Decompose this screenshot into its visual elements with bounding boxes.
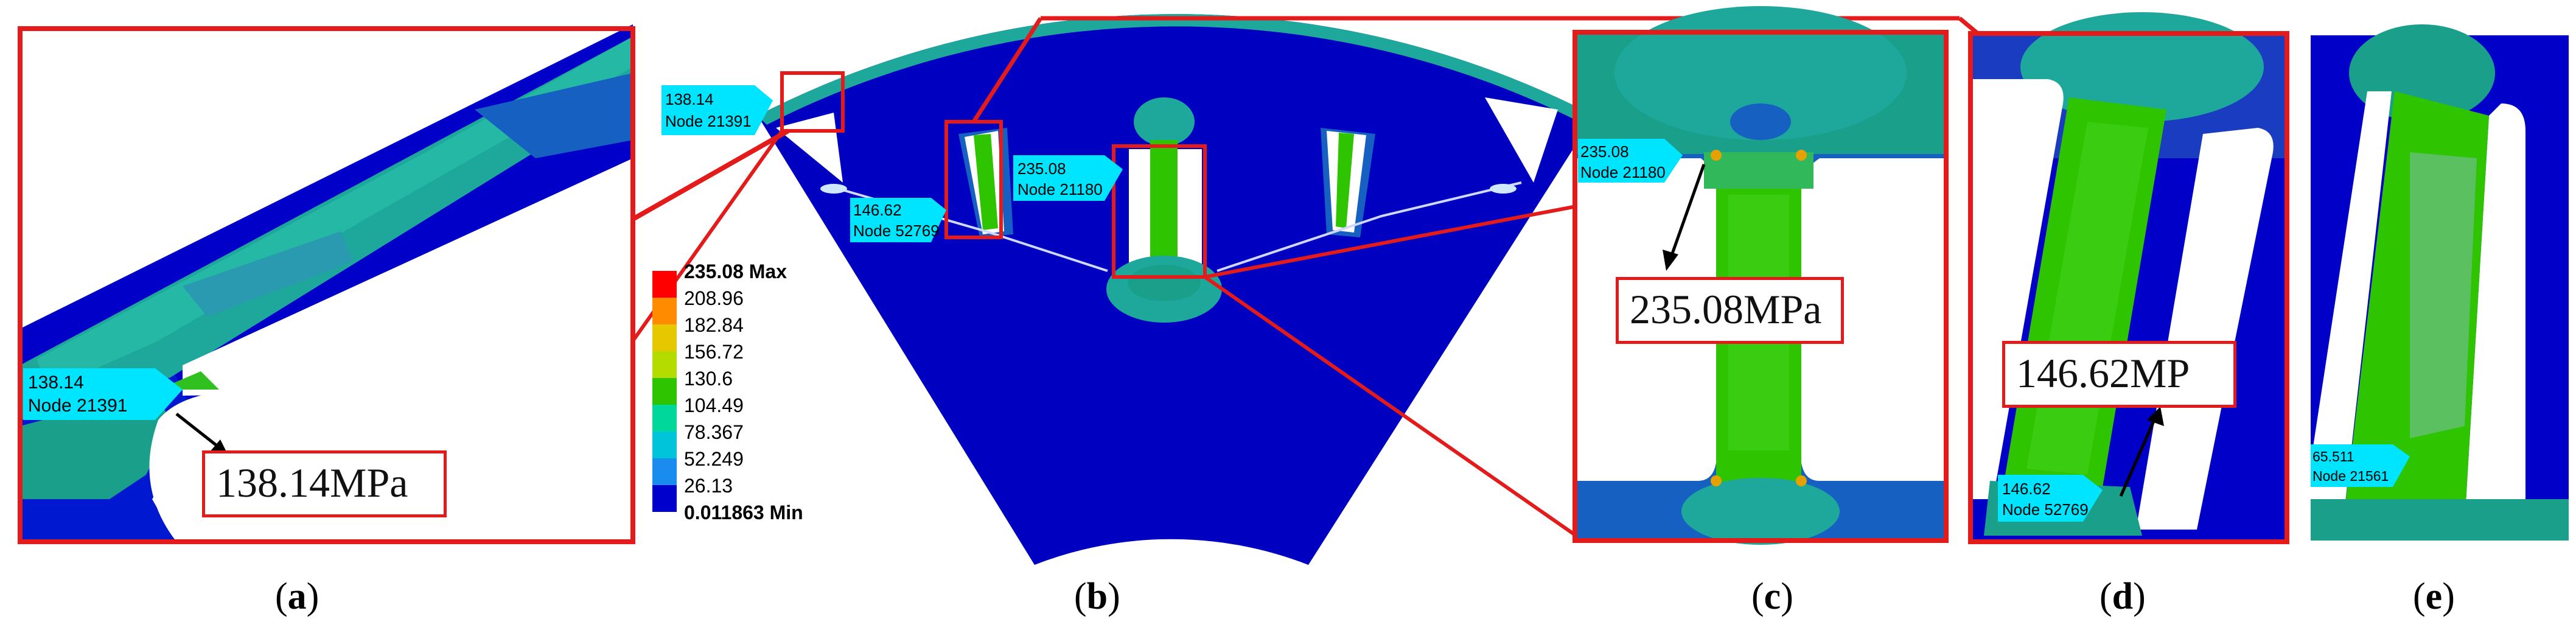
legend-label-2: 182.84 [684,314,744,336]
barrier-end-right [1490,184,1517,194]
probe-d [1998,475,2103,522]
probe-e [2311,444,2410,487]
legend-swatch-6 [652,432,677,458]
connector-d-top [972,17,1042,123]
probe-b2-node: Node 52769 [853,222,940,240]
barrier-end-left [820,184,847,194]
arrow-c-head [1663,250,1678,271]
callout-a: 138.14MPa [202,450,447,517]
panel-c-frame [1572,30,1949,543]
legend-swatch-4 [652,378,677,405]
probe-b1-node: Node 21391 [665,112,752,130]
arrow-d-head [2147,407,2164,426]
probe-a-node: Node 21391 [28,396,127,416]
probe-a-value: 138.14 [28,373,84,393]
probe-b3-value: 235.08 [1017,159,1066,178]
legend-label-4: 130.6 [684,368,733,390]
panel-label-d: (d) [2100,576,2146,617]
probe-d-node: Node 52769 [2002,500,2089,519]
callout-c: 235.08MPa [1616,277,1844,344]
legend-swatch-0 [652,271,677,298]
arrow-a [175,413,220,449]
rotor-outer-rim [758,14,1594,125]
legend-label-6: 78.367 [684,421,744,443]
callout-d: 146.62MP [2002,341,2236,408]
panel-a-white-void-top [183,158,633,396]
probe-c-node: Node 21180 [1580,163,1666,181]
zoom-box-c [1112,144,1207,279]
panel-d: 146.62 Node 52769 [1968,12,2289,544]
legend-label-7: 52.249 [684,448,744,470]
probe-b1-value: 138.14 [665,90,714,108]
rim-notch-right [1485,97,1558,183]
connector-d-end [1958,16,1980,35]
slot-center [1106,97,1222,323]
panel-a-cyan-patch [183,231,353,317]
panel-c-top-hole [1730,103,1791,140]
legend-label-1: 208.96 [684,287,744,309]
panel-c-hotspot-br [1796,475,1807,486]
panel-c-hotspot-tr [1796,150,1807,161]
probe-c [1578,139,1683,183]
probe-b3-node: Node 21180 [1017,180,1103,198]
panel-c-hotspot-tl [1711,150,1722,161]
panel-e: 65.511 Node 21561 [2311,24,2569,541]
panel-d-left-slot [1970,79,2064,499]
panel-label-a: (a) [275,576,319,617]
connector-a-top [632,128,789,222]
panel-a-frame [18,26,635,544]
probe-b2-value: 146.62 [853,201,902,219]
barrier-right [1216,181,1522,272]
legend-swatch-3 [652,351,677,378]
probe-d-value: 146.62 [2002,480,2051,498]
probe-e-node: Node 21561 [2312,468,2389,484]
probe-b3 [1013,155,1123,201]
panel-c-bottom-lobe [1681,478,1840,545]
panel-c-hotspot-bl [1711,475,1722,486]
arrow-c [1669,164,1706,259]
panel-d-right-slot [2136,128,2274,530]
legend-swatch-8 [652,485,677,512]
probe-e-value: 65.511 [2312,449,2354,464]
color-legend: 235.08 Max 208.96 182.84 156.72 130.6 104.49 7… [652,261,803,523]
panel-e-bridge-light [2410,152,2477,438]
panel-label-c: (c) [1751,576,1793,617]
probe-b2 [850,198,946,242]
legend-swatch-2 [652,324,677,351]
panel-d-frame [1968,31,2289,544]
legend-label-8: 26.13 [684,475,733,497]
legend-swatch-7 [652,458,677,485]
panel-b: 138.14 Node 21391 146.62 Node 52769 235.… [631,14,1980,565]
panel-c-bridge-top [1704,152,1813,189]
panel-c: 235.08 Node 21180 [1572,6,1949,545]
legend-swatch-5 [652,405,677,432]
panel-c-top-lobe [1614,6,1907,140]
probe-c-value: 235.08 [1580,142,1629,161]
panel-a-teal-highlight [37,37,633,390]
panel-d-top-lobe [2020,12,2264,122]
slot-right [1321,128,1375,237]
connector-c-bottom [1204,275,1577,537]
legend-label-5: 104.49 [684,394,744,416]
panel-a-mid-blue [475,73,633,158]
panel-c-right-slot [1801,158,1946,481]
probe-b1 [661,85,773,135]
arrow-d [2119,419,2156,497]
legend-label-3: 156.72 [684,341,744,363]
panel-e-left-slot [2311,91,2392,523]
legend-label-0: 235.08 Max [684,261,787,282]
zoom-box-a [780,71,845,133]
panel-e-right-slot [2465,103,2525,523]
probe-a [23,368,183,420]
legend-swatch-1 [652,298,677,324]
legend-label-9: 0.011863 Min [684,502,803,523]
panel-e-bottom-teal [2311,499,2569,541]
panel-label-b: (b) [1074,576,1120,617]
panel-label-e: (e) [2413,576,2455,617]
connector-c-top [1204,205,1574,279]
